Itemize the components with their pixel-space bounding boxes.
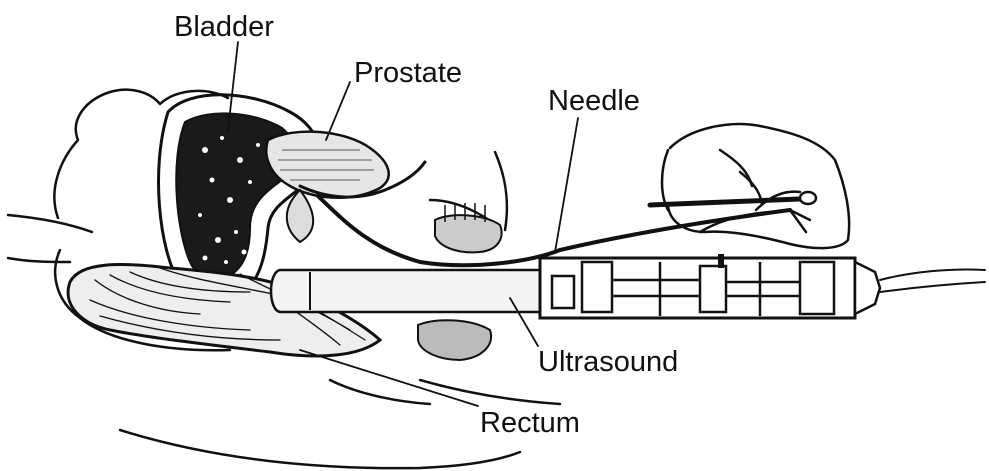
needle-label: Needle [548, 85, 640, 117]
bladder-label: Bladder [174, 11, 274, 43]
rectum-label: Rectum [480, 407, 580, 439]
needle-leader [555, 118, 578, 252]
ultrasound-probe [271, 254, 985, 318]
prostate-gland [266, 132, 425, 242]
needle [318, 192, 816, 265]
prostate-label: Prostate [354, 57, 462, 89]
hand [662, 124, 849, 248]
ultrasound-label: Ultrasound [538, 346, 678, 378]
prostate-leader [326, 82, 350, 140]
